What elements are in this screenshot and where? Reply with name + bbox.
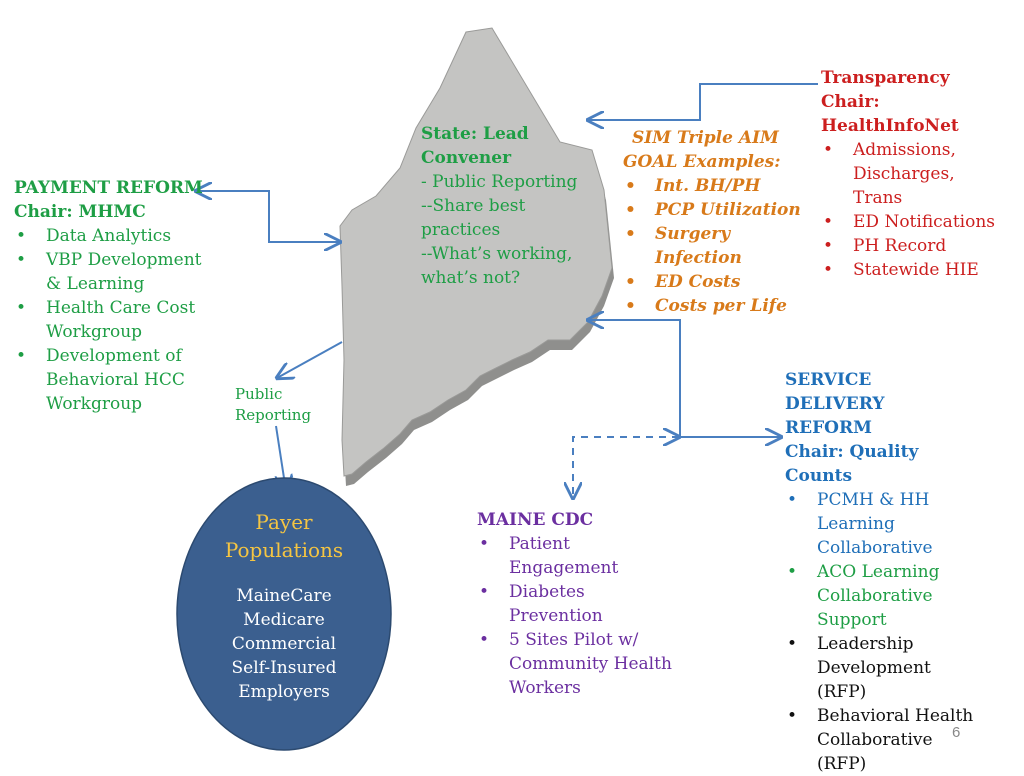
list-item: Diabetes Prevention — [477, 580, 629, 628]
payer-item: Commercial — [231, 634, 337, 654]
payer-populations-text: Payer Populations MaineCare Medicare Com… — [200, 508, 368, 704]
list-item: Statewide HIE — [821, 258, 1021, 282]
payment-reform-chair: Chair: MHMC — [14, 202, 146, 222]
list-item: Patient Engagement — [477, 532, 629, 580]
maine-cdc-box: MAINE CDC Patient Engagement Diabetes Pr… — [477, 508, 677, 700]
payer-item: Medicare — [243, 610, 325, 630]
list-item: 5 Sites Pilot w/ Community Health Worker… — [477, 628, 679, 700]
arrow-transparency-to-map — [588, 83, 818, 120]
state-lead-line: - Public Reporting — [421, 172, 578, 192]
list-item: Costs per Life — [623, 294, 803, 318]
payer-populations-circle — [176, 477, 392, 751]
transparency-title: Transparency — [821, 68, 950, 88]
sim-goals-list: Int. BH/PH PCP Utilization Surgery Infec… — [623, 174, 803, 318]
service-delivery-box: SERVICE DELIVERY REFORM Chair: Quality C… — [785, 368, 985, 776]
service-delivery-chair: Chair: Quality Counts — [785, 442, 919, 486]
service-delivery-list: PCMH & HH Learning Collaborative ACO Lea… — [785, 488, 985, 776]
list-item: PCP Utilization — [623, 198, 803, 222]
list-item: Behavioral Health Collaborative (RFP) — [785, 704, 977, 776]
payment-reform-list: Data Analytics VBP Development & Learnin… — [14, 224, 214, 416]
list-item: ED Notifications — [821, 210, 1021, 234]
arrow-map-to-public-reporting — [277, 341, 343, 378]
arrow-dashed-to-maine-cdc — [573, 437, 679, 498]
payer-item: Employers — [238, 682, 330, 702]
list-item: Int. BH/PH — [623, 174, 803, 198]
arrow-payment-reform-to-map — [196, 191, 340, 242]
sim-goals-box: SIM Triple AIM GOAL Examples: Int. BH/PH… — [623, 126, 803, 318]
state-lead-line: --Share best practices — [421, 196, 526, 240]
list-item: Surgery Infection — [623, 222, 755, 270]
list-item: VBP Development & Learning — [14, 248, 214, 296]
list-item: Health Care Cost Workgroup — [14, 296, 214, 344]
maine-map-shape — [339, 27, 614, 486]
payer-populations-title: Payer Populations — [224, 510, 344, 562]
payment-reform-box: PAYMENT REFORM Chair: MHMC Data Analytic… — [14, 176, 214, 416]
state-lead-title: State: Lead Convener — [421, 124, 529, 168]
payment-reform-title: PAYMENT REFORM — [14, 178, 203, 198]
slide-number: 6 — [952, 724, 961, 741]
maine-cdc-title: MAINE CDC — [477, 510, 594, 530]
transparency-chair: Chair: HealthInfoNet — [821, 92, 959, 136]
payer-item: MaineCare — [236, 586, 332, 606]
transparency-box: Transparency Chair: HealthInfoNet Admiss… — [821, 66, 1021, 282]
public-reporting-label: Public Reporting — [235, 385, 312, 424]
arrow-service-delivery-to-map — [588, 320, 781, 437]
sim-goals-title-2: GOAL Examples: — [623, 152, 781, 172]
transparency-list: Admissions, Discharges, Trans ED Notific… — [821, 138, 1021, 282]
list-item: PH Record — [821, 234, 1021, 258]
list-item: PCMH & HH Learning Collaborative — [785, 488, 967, 560]
payer-item: Self-Insured — [231, 658, 337, 678]
list-item: ED Costs — [623, 270, 803, 294]
maine-cdc-list: Patient Engagement Diabetes Prevention 5… — [477, 532, 677, 700]
service-delivery-title: SERVICE DELIVERY REFORM — [785, 370, 885, 438]
list-item: Leadership Development (RFP) — [785, 632, 947, 704]
sim-goals-title-1: SIM Triple AIM — [632, 128, 779, 148]
list-item: Admissions, Discharges, Trans — [821, 138, 1003, 210]
state-lead-line: --What’s working, what’s not? — [421, 244, 573, 288]
state-lead-box: State: Lead Convener - Public Reporting … — [421, 122, 581, 290]
list-item: Development of Behavioral HCC Workgroup — [14, 344, 214, 416]
list-item: ACO Learning Collaborative Support — [785, 560, 947, 632]
list-item: Data Analytics — [14, 224, 214, 248]
